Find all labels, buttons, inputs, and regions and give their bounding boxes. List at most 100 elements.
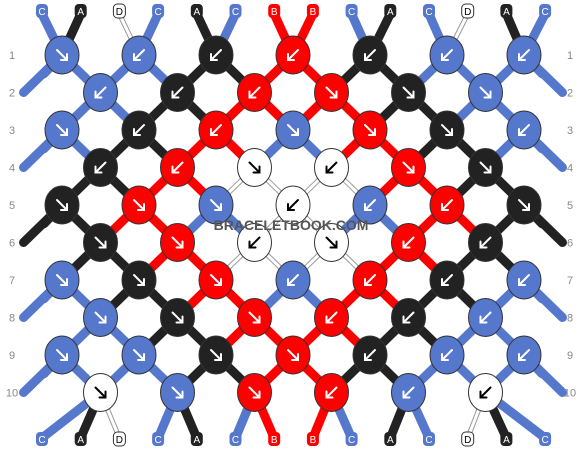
knot[interactable]	[468, 148, 503, 187]
knot[interactable]	[237, 223, 272, 262]
knot[interactable]	[83, 148, 118, 187]
knot[interactable]	[314, 73, 349, 112]
knot[interactable]	[429, 335, 465, 375]
knot[interactable]	[468, 298, 503, 337]
knot[interactable]	[506, 335, 542, 375]
arrow-down-right-icon	[441, 124, 453, 136]
row-label: 9	[9, 350, 15, 362]
knot[interactable]	[275, 335, 311, 375]
knot[interactable]	[275, 35, 311, 75]
arrow-down-left-icon	[402, 236, 415, 249]
knot[interactable]	[275, 260, 311, 300]
strand-tab	[229, 4, 242, 18]
strand-label-bottom: A	[387, 435, 394, 446]
knot[interactable]	[83, 373, 118, 412]
knot[interactable]	[160, 298, 195, 337]
strand-tab	[152, 4, 165, 18]
knot[interactable]	[160, 373, 195, 412]
row-label: 6	[567, 238, 573, 250]
row-label: 10	[6, 388, 18, 400]
strand-tab	[539, 4, 552, 18]
knot[interactable]	[429, 110, 465, 150]
arrow-down-left-icon	[364, 274, 376, 286]
knot[interactable]	[352, 335, 388, 375]
knot[interactable]	[44, 260, 80, 300]
row-label: 5	[567, 200, 573, 212]
knot[interactable]	[314, 373, 349, 412]
knot[interactable]	[237, 373, 272, 412]
strand-tab	[461, 431, 475, 447]
row-label: 7	[9, 275, 15, 287]
strand-label-bottom: A	[193, 435, 200, 446]
strand-label-bottom: C	[232, 435, 239, 446]
strand-tab	[74, 432, 87, 446]
knot[interactable]	[237, 73, 272, 112]
knot[interactable]	[429, 185, 465, 225]
knot[interactable]	[506, 110, 542, 150]
knot[interactable]	[198, 185, 234, 225]
arrow-down-left-icon	[94, 161, 107, 174]
knot[interactable]	[237, 148, 272, 187]
arrow-down-right-icon	[287, 124, 299, 136]
arrow-down-left-icon	[133, 49, 145, 61]
row-label: 3	[9, 125, 15, 137]
knot[interactable]	[391, 148, 426, 187]
knot[interactable]	[160, 223, 195, 262]
arrow-down-right-icon	[171, 311, 184, 324]
arrow-down-left-icon	[441, 349, 453, 361]
knot[interactable]	[198, 260, 234, 300]
knot[interactable]	[198, 110, 234, 150]
knot[interactable]	[506, 260, 542, 300]
knot[interactable]	[429, 260, 465, 300]
arrow-down-right-icon	[402, 86, 415, 99]
knot[interactable]	[198, 335, 234, 375]
knot[interactable]	[83, 298, 118, 337]
knot[interactable]	[352, 110, 388, 150]
knot[interactable]	[391, 73, 426, 112]
arrow-down-right-icon	[518, 199, 530, 211]
knot[interactable]	[121, 185, 157, 225]
knot[interactable]	[391, 298, 426, 337]
knot[interactable]	[237, 298, 272, 337]
knot[interactable]	[160, 148, 195, 187]
knot[interactable]	[160, 73, 195, 112]
arrow-down-right-icon	[171, 236, 184, 249]
knot[interactable]	[121, 260, 157, 300]
arrow-down-left-icon	[94, 86, 107, 99]
knot[interactable]	[83, 73, 118, 112]
knot[interactable]	[275, 110, 311, 150]
row-label: 10	[564, 388, 576, 400]
knot[interactable]	[352, 185, 388, 225]
strand-label-bottom: B	[271, 435, 278, 446]
knot[interactable]	[44, 335, 80, 375]
knot[interactable]	[121, 335, 157, 375]
knot[interactable]	[506, 35, 542, 75]
arrow-down-left-icon	[479, 386, 492, 399]
knot[interactable]	[468, 373, 503, 412]
knot[interactable]	[352, 35, 388, 75]
row-label: 9	[567, 350, 573, 362]
knot[interactable]	[314, 148, 349, 187]
strand-label-top: A	[193, 7, 200, 18]
knot[interactable]	[314, 223, 349, 262]
knot[interactable]	[391, 373, 426, 412]
knot[interactable]	[468, 223, 503, 262]
knot[interactable]	[198, 35, 234, 75]
knot[interactable]	[121, 110, 157, 150]
row-label: 2	[567, 88, 573, 100]
knot[interactable]	[44, 35, 80, 75]
arrow-down-left-icon	[479, 236, 492, 249]
knot[interactable]	[44, 185, 80, 225]
knot[interactable]	[275, 185, 311, 225]
knot[interactable]	[391, 223, 426, 262]
knot[interactable]	[429, 35, 465, 75]
knot[interactable]	[83, 223, 118, 262]
strand-tab	[74, 4, 87, 18]
knot[interactable]	[506, 185, 542, 225]
knot[interactable]	[352, 260, 388, 300]
knot[interactable]	[468, 73, 503, 112]
knot[interactable]	[314, 298, 349, 337]
knot[interactable]	[44, 110, 80, 150]
knot[interactable]	[121, 35, 157, 75]
arrow-down-left-icon	[364, 349, 376, 361]
